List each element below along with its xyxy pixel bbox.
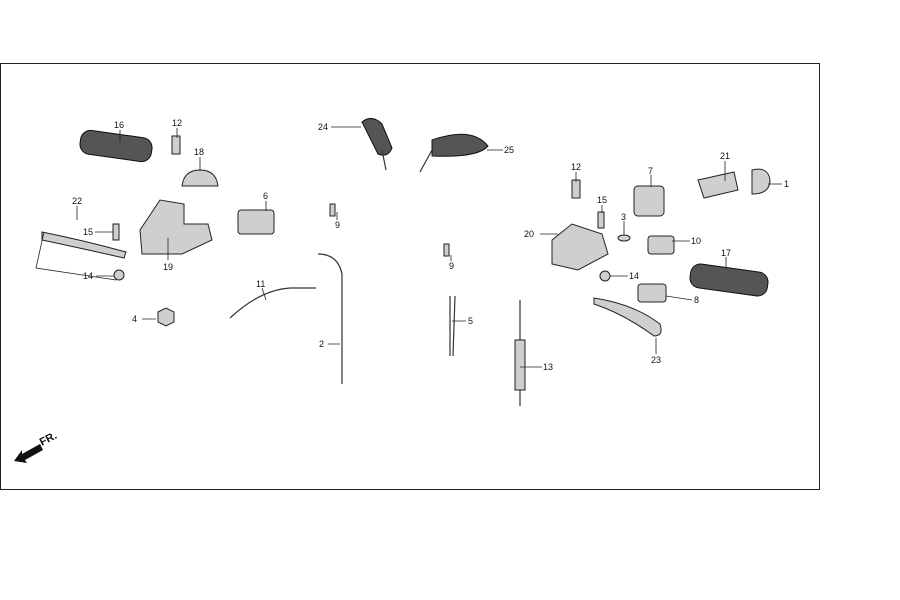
- cable-2: [317, 253, 343, 384]
- front-arrow-icon: [14, 444, 43, 463]
- switch-10: [647, 235, 675, 255]
- mirror-24: [361, 118, 393, 171]
- callout-18: 18: [194, 147, 204, 157]
- bracket-1: [751, 168, 771, 195]
- clamp-18: [181, 169, 219, 187]
- front-direction-indicator: FR.: [14, 430, 59, 463]
- callout-25: 25: [504, 145, 514, 155]
- master-cylinder-20: [551, 223, 609, 271]
- callout-20: 20: [524, 229, 534, 239]
- callout-22: 22: [72, 196, 82, 206]
- right-grip: [689, 263, 769, 297]
- leader-lines: [35, 126, 782, 368]
- callout-4: 4: [132, 314, 137, 324]
- mirror-25: [419, 133, 489, 173]
- brake-lever-left: [41, 231, 127, 259]
- bolt-9-center: [443, 243, 450, 257]
- callout-13: 13: [543, 362, 553, 372]
- callout-14: 14: [83, 271, 93, 281]
- diagram-frame: [0, 63, 820, 490]
- screw-15-left: [112, 223, 120, 241]
- callout-24: 24: [318, 122, 328, 132]
- callout-21: 21: [720, 151, 730, 161]
- throttle-13: [514, 300, 526, 406]
- callout-12: 12: [571, 162, 581, 172]
- callout-15: 15: [597, 195, 607, 205]
- brake-lever-right: [593, 297, 662, 337]
- left-grip: [79, 129, 153, 163]
- cable-5: [449, 295, 456, 357]
- callout-16: 16: [114, 120, 124, 130]
- switch-8: [637, 283, 667, 303]
- cover-21: [697, 171, 739, 199]
- callout-23: 23: [651, 355, 661, 365]
- callout-6: 6: [263, 191, 268, 201]
- screw-15-right: [597, 211, 605, 229]
- callout-8: 8: [694, 295, 699, 305]
- nut-14-left: [113, 269, 125, 281]
- callout-9: 9: [449, 261, 454, 271]
- bolt-12-right: [571, 179, 581, 199]
- callout-11: 11: [256, 279, 265, 289]
- callout-12: 12: [172, 118, 182, 128]
- switch-7: [633, 185, 665, 217]
- nut-4: [157, 307, 175, 327]
- callout-1: 1: [784, 179, 789, 189]
- callout-10: 10: [691, 236, 701, 246]
- master-cylinder-19: [139, 199, 213, 255]
- nut-14-right: [599, 270, 611, 282]
- bolt-9-left: [329, 203, 336, 217]
- callout-2: 2: [319, 339, 324, 349]
- cable-11: [229, 287, 316, 319]
- callout-9: 9: [335, 220, 340, 230]
- callout-19: 19: [163, 262, 173, 272]
- callout-5: 5: [468, 316, 473, 326]
- washer-3: [617, 234, 631, 242]
- callout-7: 7: [648, 166, 653, 176]
- callout-labels: 16 12 18 22 15 14 19 6 9 4 11 2 24 25 9 …: [72, 118, 789, 372]
- switch-6: [237, 209, 275, 235]
- bolt-12-left: [171, 135, 181, 155]
- callout-14: 14: [629, 271, 639, 281]
- callout-17: 17: [721, 248, 731, 258]
- front-label: FR.: [38, 430, 59, 449]
- callout-3: 3: [621, 212, 626, 222]
- callout-15: 15: [83, 227, 93, 237]
